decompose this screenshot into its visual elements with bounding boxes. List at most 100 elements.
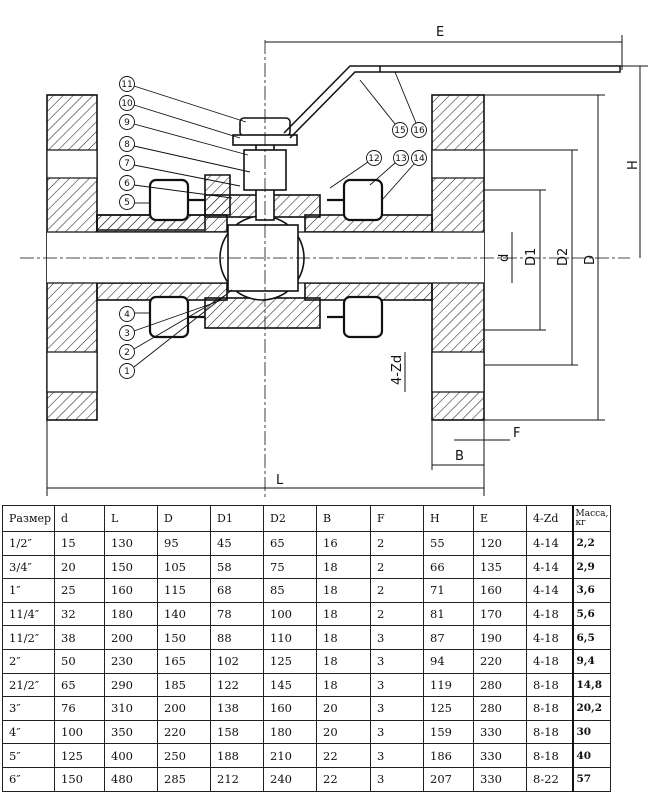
dim-E: E <box>436 25 444 40</box>
table-cell: 210 <box>263 743 317 768</box>
table-cell: 3,6 <box>571 578 611 603</box>
svg-text:10: 10 <box>121 99 133 109</box>
table-cell: 78 <box>210 601 264 627</box>
table-cell: 4-18 <box>526 648 573 674</box>
table-cell: 11/4″ <box>2 601 55 627</box>
table-cell: 18 <box>316 672 371 698</box>
table-cell: 290 <box>104 672 158 698</box>
svg-text:11: 11 <box>121 80 132 90</box>
table-header-cell: E <box>473 505 527 532</box>
table-cell: 20 <box>54 554 105 580</box>
svg-text:6: 6 <box>124 179 130 189</box>
table-cell: 240 <box>263 766 317 792</box>
part-balloons: 11 10 9 8 7 6 5 4 3 2 1 12 13 14 15 16 <box>119 71 427 379</box>
table-cell: 95 <box>157 531 211 556</box>
table-header-cell: L <box>104 505 158 532</box>
svg-text:2: 2 <box>124 348 130 358</box>
table-cell: 2 <box>370 601 424 627</box>
table-cell: 180 <box>104 601 158 627</box>
table-cell: 150 <box>54 766 105 792</box>
table-header-cell: B <box>316 505 371 532</box>
table-cell: 400 <box>104 743 158 768</box>
table-cell: 18 <box>316 554 371 580</box>
table-cell: 2 <box>370 554 424 580</box>
table-cell: 3 <box>370 625 424 650</box>
table-cell: 20 <box>316 696 371 721</box>
dim-D1: D1 <box>524 248 539 266</box>
balloon-1: 1 <box>119 289 233 379</box>
balloon-10: 10 <box>119 95 241 139</box>
table-cell: 2″ <box>2 648 55 674</box>
table-cell: 94 <box>423 648 474 674</box>
table-cell: 4-14 <box>526 554 573 580</box>
table-cell: 207 <box>423 766 474 792</box>
table-header-cell: 4-Zd <box>526 505 573 532</box>
table-header-cell: d <box>54 505 105 532</box>
table-cell: 55 <box>423 531 474 556</box>
table-cell: 150 <box>157 625 211 650</box>
balloon-11: 11 <box>119 76 247 123</box>
table-cell: 125 <box>423 696 474 721</box>
balloon-12: 12 <box>329 150 382 189</box>
table-header-cell: Размер <box>2 505 55 532</box>
table-cell: 18 <box>316 578 371 603</box>
table-cell: 81 <box>423 601 474 627</box>
table-cell: 160 <box>263 696 317 721</box>
balloon-8: 8 <box>119 136 251 173</box>
table-cell: 160 <box>104 578 158 603</box>
table-header-cell: H <box>423 505 474 532</box>
table-cell: 140 <box>157 601 211 627</box>
table-cell: 18 <box>316 601 371 627</box>
table-cell: 125 <box>263 648 317 674</box>
table-cell: 3″ <box>2 696 55 721</box>
table-cell: 6″ <box>2 766 55 792</box>
table-cell: 230 <box>104 648 158 674</box>
table-cell: 88 <box>210 625 264 650</box>
table-cell: 480 <box>104 766 158 792</box>
table-cell: 115 <box>157 578 211 603</box>
table-cell: 285 <box>157 766 211 792</box>
dim-B: B <box>455 449 464 464</box>
table-cell: 330 <box>473 719 527 745</box>
dim-Zd: 4-Zd <box>390 355 405 385</box>
table-cell: 220 <box>157 719 211 745</box>
table-cell: 2 <box>370 578 424 603</box>
table-cell: 1″ <box>2 578 55 603</box>
dim-D2: D2 <box>556 248 571 266</box>
dimension-lines <box>46 35 648 496</box>
table-cell: 330 <box>473 743 527 768</box>
table-cell: 3 <box>370 766 424 792</box>
table-cell: 6,5 <box>571 625 611 650</box>
table-cell: 11/2″ <box>2 625 55 650</box>
table-cell: 65 <box>54 672 105 698</box>
table-cell: 9,4 <box>571 648 611 674</box>
table-cell: 2,2 <box>571 531 611 556</box>
table-cell: 105 <box>157 554 211 580</box>
table-cell: 3 <box>370 672 424 698</box>
table-cell: 2,9 <box>571 554 611 580</box>
table-cell: 85 <box>263 578 317 603</box>
svg-text:3: 3 <box>124 329 130 339</box>
svg-text:16: 16 <box>413 126 425 136</box>
table-cell: 310 <box>104 696 158 721</box>
svg-text:12: 12 <box>368 154 379 164</box>
table-cell: 250 <box>157 743 211 768</box>
table-cell: 65 <box>263 531 317 556</box>
table-cell: 8-22 <box>526 766 573 792</box>
table-cell: 120 <box>473 531 527 556</box>
balloon-2: 2 <box>119 294 227 360</box>
table-cell: 145 <box>263 672 317 698</box>
valve-section-drawing: E H D D2 D1 d 4-Zd L B F 11 10 9 8 7 6 5… <box>20 25 648 500</box>
table-cell: 350 <box>104 719 158 745</box>
table-cell: 68 <box>210 578 264 603</box>
table-cell: 122 <box>210 672 264 698</box>
table-cell: 3 <box>370 696 424 721</box>
